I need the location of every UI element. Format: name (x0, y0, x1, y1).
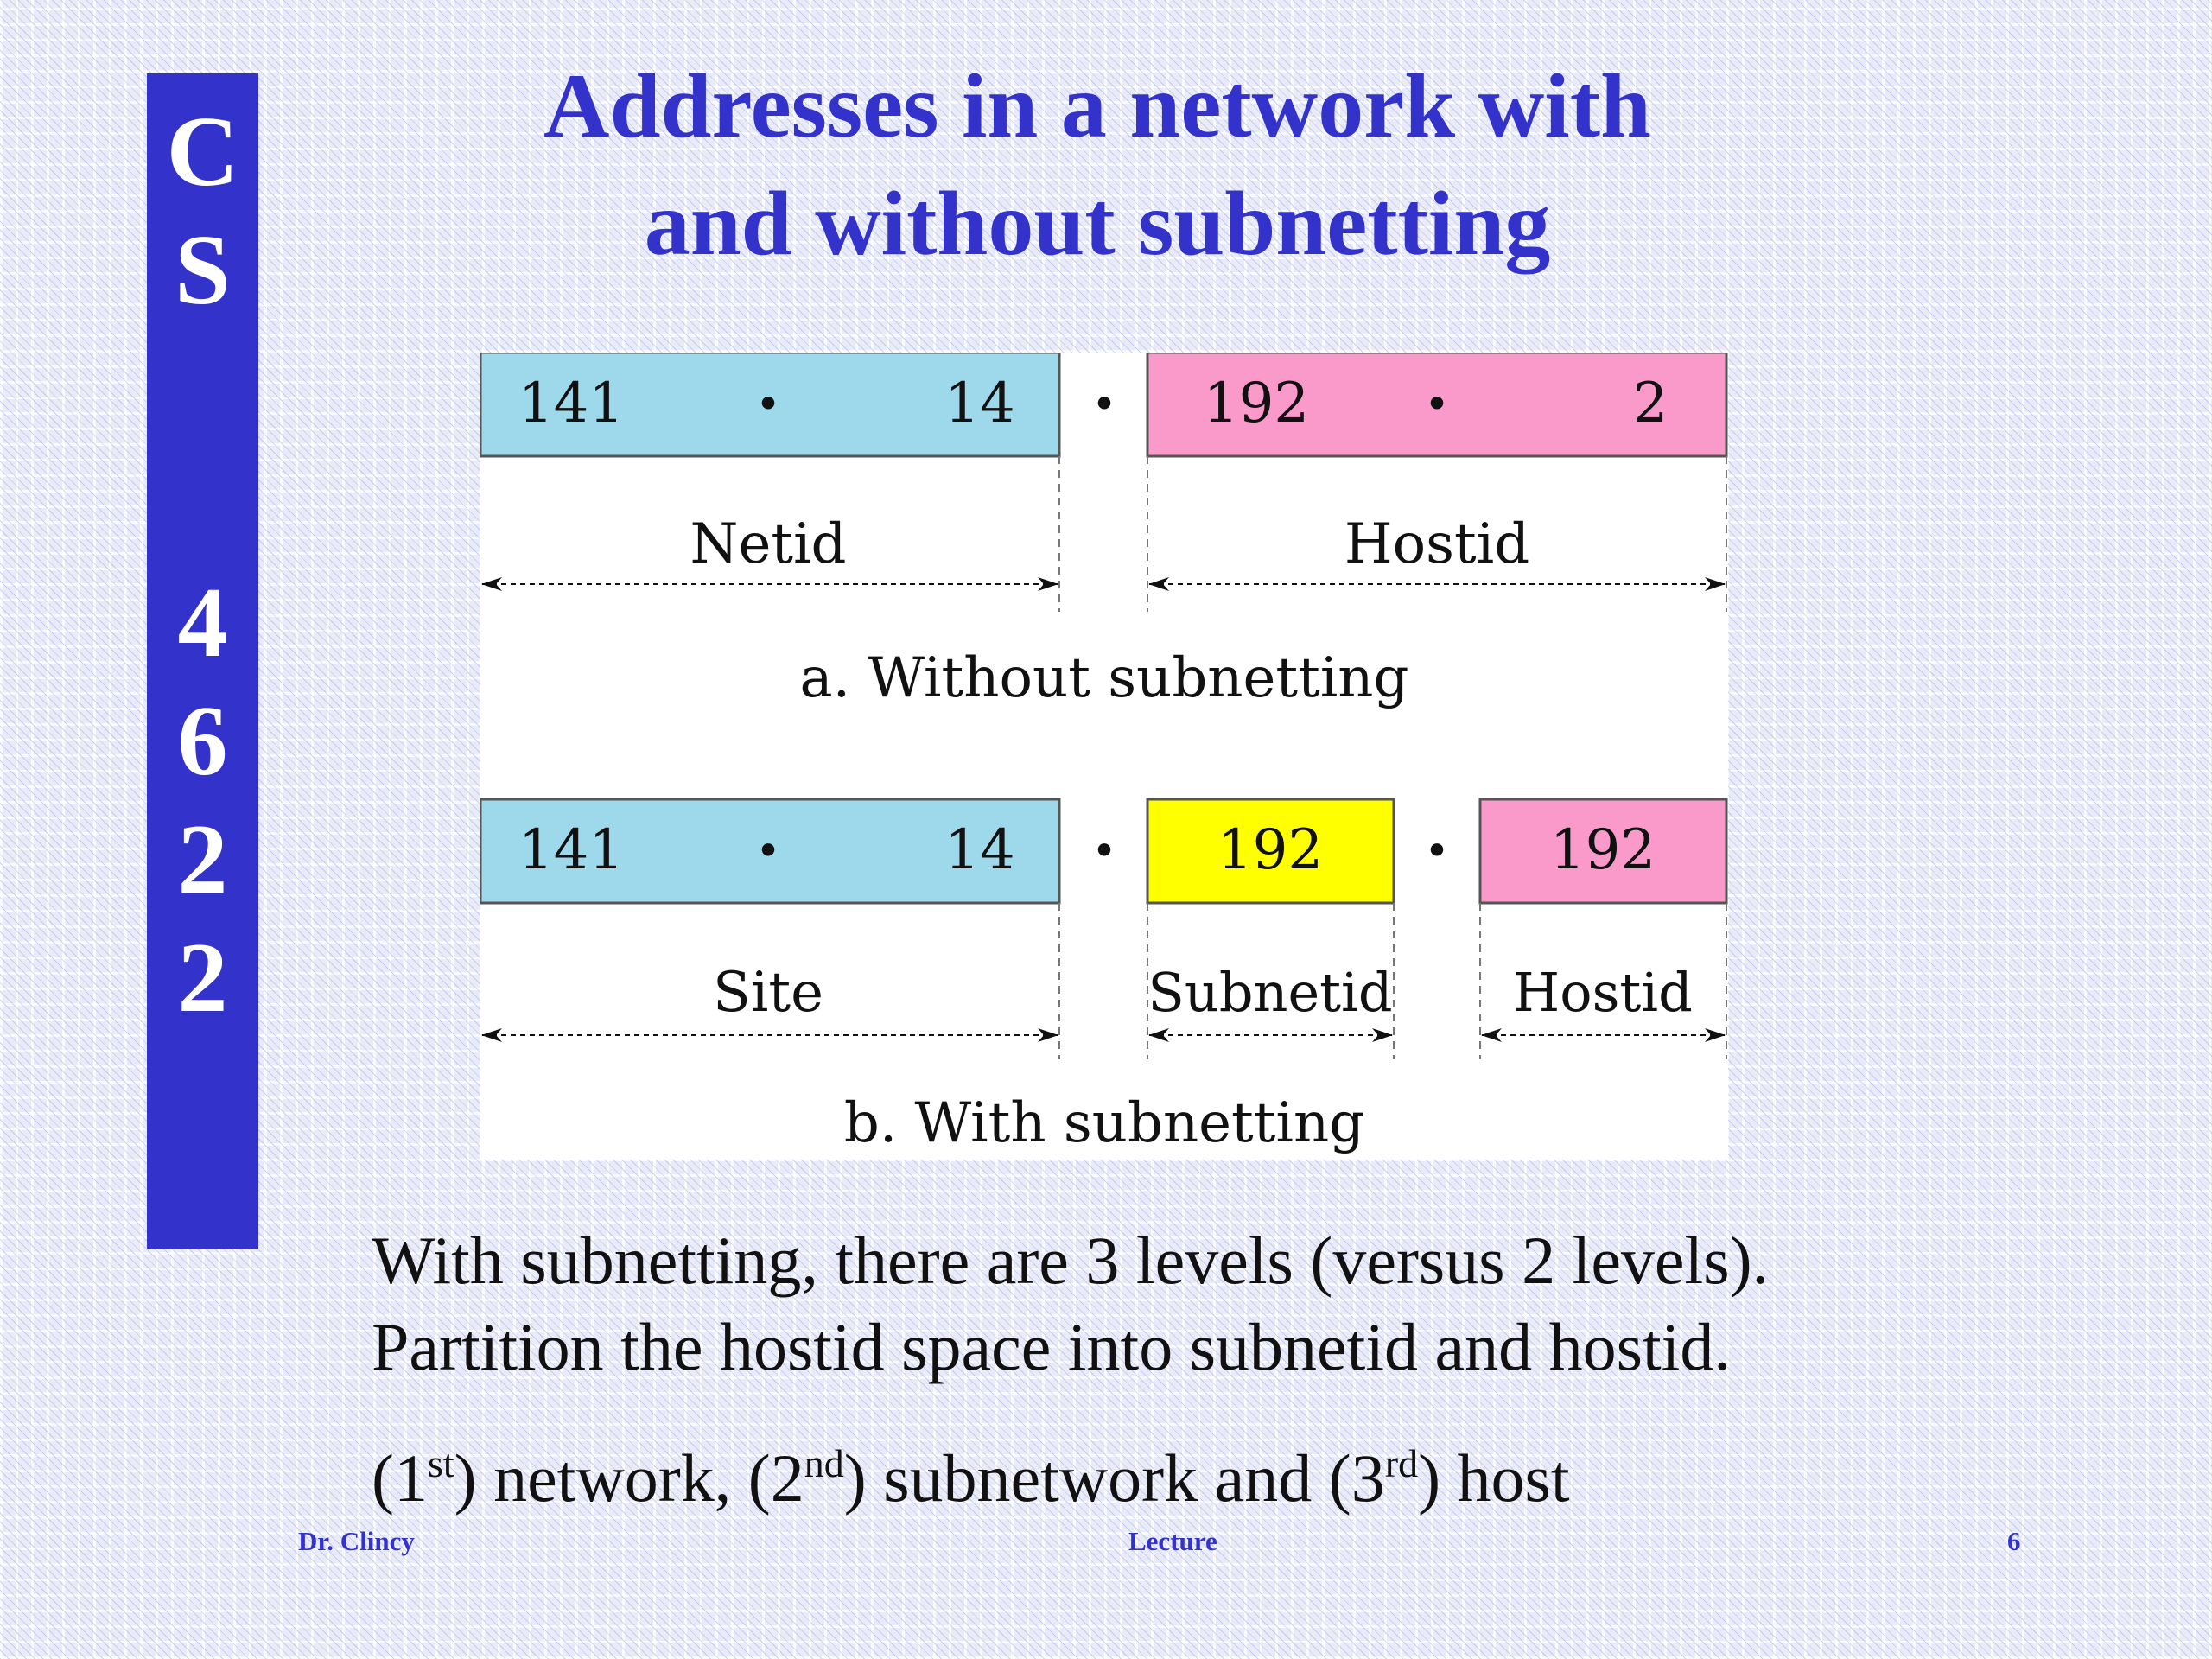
course-letter: 2 (177, 923, 228, 1033)
levels-text: ) subnetwork and (3 (843, 1440, 1385, 1516)
address-diagram-svg: 141 • 14 • 192 • 2 Netid Hostid a. Witho… (480, 353, 1728, 1155)
hostid-box-subnetted (1478, 798, 1728, 905)
footer-center: Lecture (1128, 1526, 1217, 1556)
site-octet-2: 14 (944, 818, 1014, 882)
course-banner: C S 4 6 2 2 (147, 73, 258, 1249)
octet-separator-dot: • (1424, 826, 1450, 876)
site-label: Site (713, 961, 823, 1025)
ordinal-suffix: st (427, 1441, 454, 1485)
subnetid-value: 192 (1217, 818, 1323, 882)
body-line-levels-comparison: With subnetting, there are 3 levels (ver… (372, 1223, 1770, 1298)
body-line-partition: Partition the hostid space into subnetid… (372, 1309, 1731, 1384)
octet-separator-dot: • (755, 379, 781, 429)
netid-label: Netid (690, 512, 846, 576)
course-letter: 4 (177, 568, 228, 678)
site-octet-1: 141 (518, 818, 624, 882)
address-diagram: 141 • 14 • 192 • 2 Netid Hostid a. Witho… (480, 353, 1728, 1160)
hostid-value: 192 (1550, 818, 1656, 882)
hostid-octet-2: 2 (1633, 372, 1669, 435)
hostid-label-subnetted: Hostid (1513, 961, 1693, 1024)
site-box (480, 798, 1061, 905)
levels-text: ) network, (2 (454, 1440, 804, 1516)
course-letter: 6 (177, 686, 228, 797)
levels-text: ) host (1418, 1440, 1570, 1516)
course-letter: 2 (177, 804, 228, 915)
body-line-three-levels: (1st) network, (2nd) subnetwork and (3rd… (372, 1444, 1570, 1512)
octet-separator-dot: • (1424, 379, 1450, 429)
footer-page-number: 6 (2007, 1526, 2021, 1556)
subnetid-box (1146, 798, 1395, 905)
hostid-box (1146, 353, 1728, 458)
caption-with-subnetting: b. With subnetting (844, 1091, 1364, 1155)
ordinal-suffix: rd (1384, 1441, 1419, 1485)
netid-box (480, 353, 1061, 458)
slide-title-line: and without subnetting (644, 173, 1551, 274)
subnetid-label: Subnetid (1147, 961, 1392, 1024)
footer-author: Dr. Clincy (298, 1526, 415, 1556)
octet-separator-dot: • (1091, 826, 1117, 876)
netid-octet-2: 14 (944, 372, 1014, 435)
netid-octet-1: 141 (518, 372, 624, 435)
hostid-label: Hostid (1344, 512, 1529, 576)
octet-separator-dot: • (1091, 379, 1117, 429)
octet-separator-dot: • (755, 826, 781, 876)
course-letter: C (166, 97, 239, 207)
slide-title-line: Addresses in a network with (543, 55, 1651, 156)
levels-text: (1 (372, 1440, 428, 1516)
course-letter: S (175, 215, 231, 326)
caption-without-subnetting: a. Without subnetting (800, 646, 1409, 710)
hostid-octet-1: 192 (1204, 372, 1309, 435)
slide-title: Addresses in a network with and without … (397, 48, 1797, 283)
ordinal-suffix: nd (804, 1441, 844, 1485)
